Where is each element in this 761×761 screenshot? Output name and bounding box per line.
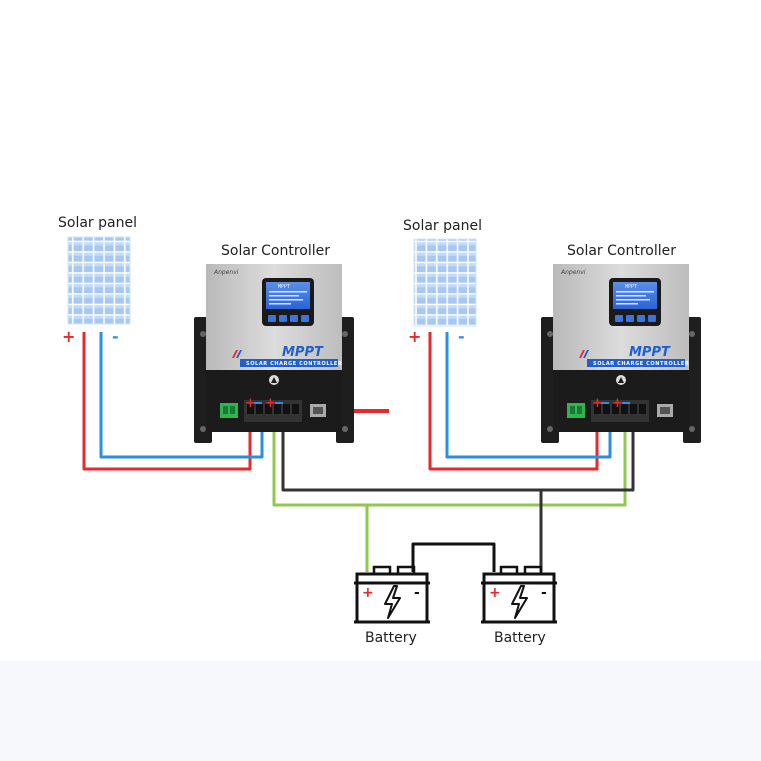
mppt-logo: MPPT: [282, 345, 324, 360]
pv-positive-wire-left: [82, 332, 252, 471]
controller-band-text: SOLAR CHARGE CONTROLLER: [246, 361, 342, 367]
solar-panel-icon: [413, 238, 477, 327]
lcd-title: MPPT: [625, 284, 637, 290]
green-connector: [567, 403, 585, 418]
controller-brand: Anpenvi: [213, 269, 239, 276]
battery-positive-sign: +: [362, 585, 374, 601]
terminal-positive-pv: +: [245, 396, 256, 411]
battery-right: + -: [481, 565, 557, 624]
battery-negative-sign: -: [414, 585, 420, 601]
panel-positive-sign: +: [62, 327, 75, 346]
pv-positive-wire-right: [428, 332, 599, 471]
battery-label-right: Battery: [494, 630, 546, 646]
lcd-buttons: [615, 315, 656, 322]
battery-left: + -: [354, 565, 430, 624]
solar-panel-label-right: Solar panel: [403, 218, 482, 234]
green-connector: [220, 403, 238, 418]
mppt-logo: MPPT: [629, 345, 671, 360]
terminal-positive-pv: +: [592, 396, 603, 411]
battery-positive-bus: [272, 424, 627, 507]
controller-label-right: Solar Controller: [567, 243, 676, 259]
controller-band-text: SOLAR CHARGE CONTROLLER: [593, 361, 689, 367]
battery-series-link: [411, 542, 496, 572]
pv-negative-wire-left: [99, 332, 264, 459]
panel-positive-sign: +: [408, 327, 421, 346]
lightning-bolt-icon: [384, 585, 401, 619]
solar-panel-icon: [67, 236, 131, 325]
lightning-bolt-icon: [511, 585, 528, 619]
terminal-positive-battery: +: [265, 396, 276, 411]
panel-negative-sign: -: [112, 327, 119, 346]
battery-negative-bus: [281, 424, 635, 492]
terminal-positive-battery: +: [612, 396, 623, 411]
controller-label-left: Solar Controller: [221, 243, 330, 259]
wires: [82, 332, 635, 572]
solar-panel-left: + -: [62, 236, 131, 346]
controller-band: [240, 359, 338, 367]
controller-brand: Anpenvi: [560, 269, 586, 276]
pv-negative-wire-right: [445, 332, 612, 459]
lcd-buttons: [268, 315, 309, 322]
battery-positive-sign: +: [489, 585, 501, 601]
solar-panel-right: + -: [408, 238, 477, 346]
battery-label-left: Battery: [365, 630, 417, 646]
lcd-title: MPPT: [278, 284, 290, 290]
controller-band: [587, 359, 685, 367]
charge-controller-left: Anpenvi MPPT MPPT SOLAR CHARGE CONTROLLE…: [194, 264, 354, 443]
battery-negative-sign: -: [541, 585, 547, 601]
panel-negative-sign: -: [458, 327, 465, 346]
bottom-background-band: [0, 661, 761, 761]
solar-panel-label-left: Solar panel: [58, 215, 137, 231]
charge-controller-right: Anpenvi MPPT MPPT SOLAR CHARGE CONTROLLE…: [541, 264, 701, 443]
